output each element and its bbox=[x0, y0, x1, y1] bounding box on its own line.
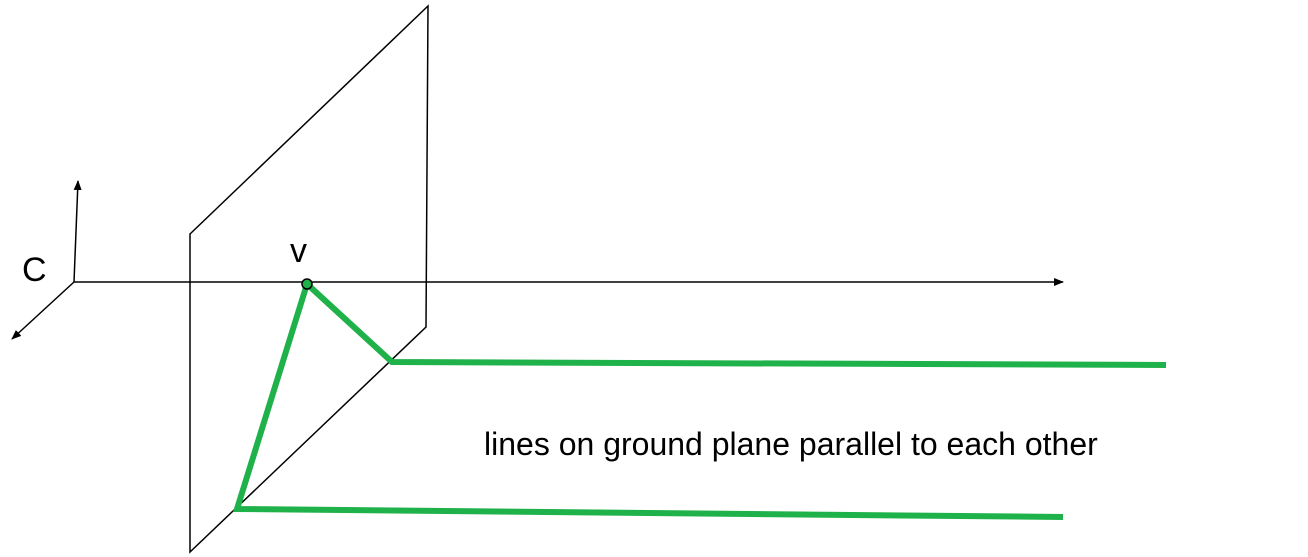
ground-line-lower bbox=[232, 283, 1064, 520]
vanishing-point-label: v bbox=[290, 232, 307, 270]
image-plane bbox=[189, 4, 429, 554]
ground-line-upper bbox=[304, 281, 1167, 368]
caption-text: lines on ground plane parallel to each o… bbox=[484, 426, 1098, 462]
camera-depth-axis bbox=[11, 281, 75, 340]
camera-center-label: C bbox=[22, 251, 47, 289]
vanishing-point-marker bbox=[301, 278, 313, 290]
camera-up-axis bbox=[73, 180, 82, 283]
